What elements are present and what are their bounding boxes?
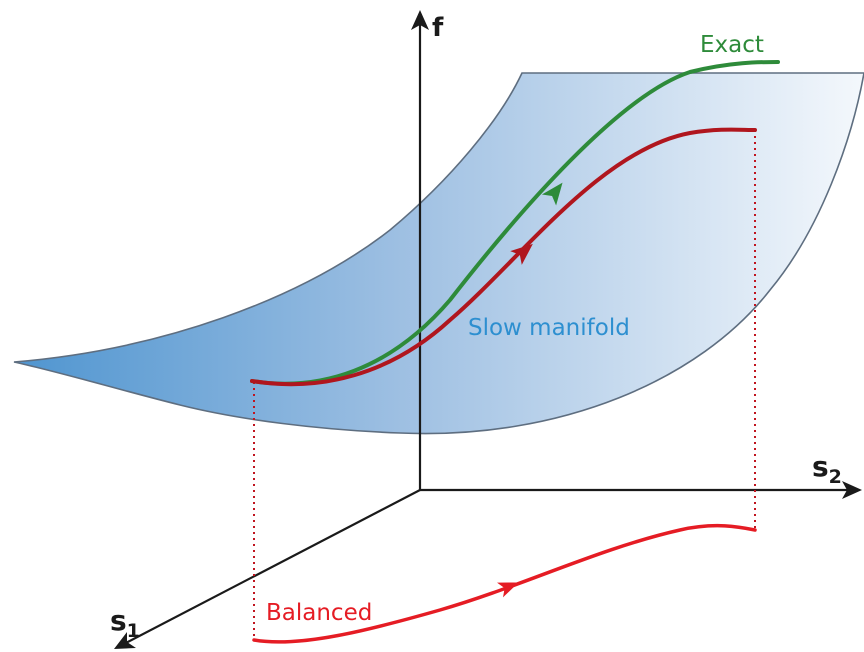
s1-axis-letter: s [110, 604, 127, 637]
s2-axis-label: s2 [812, 450, 842, 488]
balanced-label: Balanced [266, 600, 372, 626]
s1-axis-arrowhead [114, 632, 136, 649]
s1-axis-label: s1 [110, 604, 140, 642]
slow-manifold-label: Slow manifold [468, 315, 630, 341]
s2-axis-subscript: 2 [829, 466, 842, 488]
balanced-curve-arrowhead [497, 582, 519, 598]
s1-axis-subscript: 1 [127, 620, 140, 642]
exact-label: Exact [700, 32, 764, 58]
f-axis-label: f [432, 13, 444, 43]
slow-manifold-surface [13, 72, 864, 435]
exact-trajectory-arrowhead [541, 182, 563, 206]
s2-axis-arrowhead [842, 481, 862, 499]
s2-axis-letter: s [812, 450, 829, 483]
exact-trajectory-curve [250, 60, 780, 386]
slow-trajectory-arrowhead [510, 243, 533, 265]
s1-axis-line [121, 489, 421, 646]
balanced-curve [252, 523, 757, 644]
f-axis-arrowhead [411, 10, 429, 30]
